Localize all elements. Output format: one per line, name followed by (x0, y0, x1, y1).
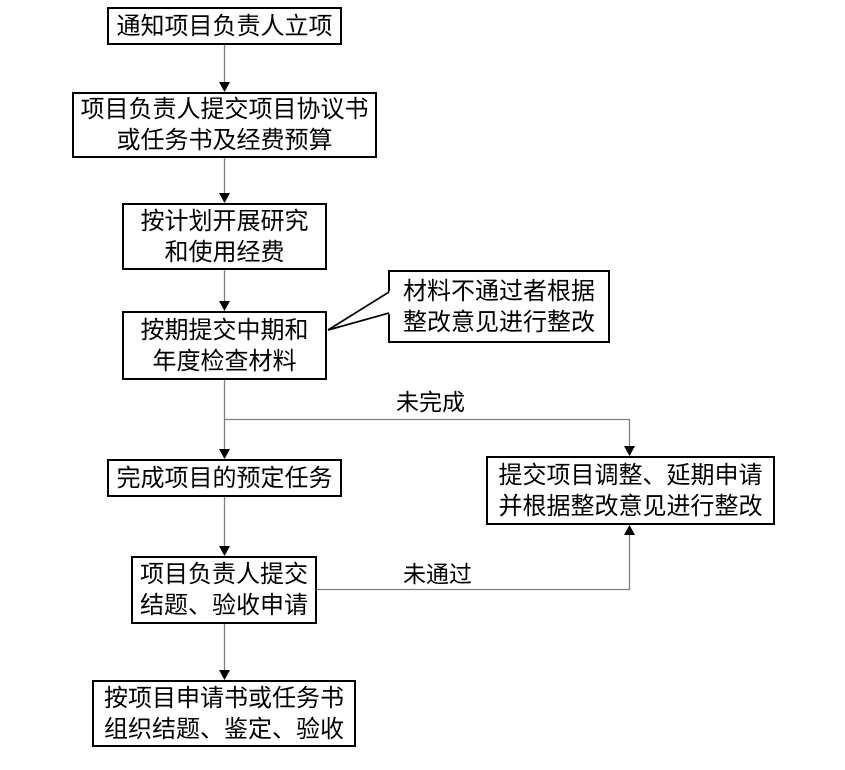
node-organize-acceptance: 按项目申请书或任务书 组织结题、鉴定、验收 (92, 680, 356, 747)
node-text: 完成项目的预定任务 (116, 464, 333, 492)
node-rectification-callout: 材料不通过者根据 整改意见进行整改 (388, 270, 610, 343)
edge-label-not-passed: 未通过 (403, 561, 472, 587)
node-text: 组织结题、鉴定、验收 (104, 715, 344, 743)
callout-pointer (327, 291, 390, 331)
node-text: 或任务书及经费预算 (116, 127, 333, 154)
node-text: 通知项目负责人立项 (116, 12, 333, 40)
node-text: 整改意见进行整改 (403, 308, 595, 336)
node-submit-agreement-budget: 项目负责人提交项目协议书 或任务书及经费预算 (72, 92, 377, 158)
connector-acceptance-to-organize (219, 624, 230, 680)
node-text: 提交项目调整、延期申请 (498, 461, 763, 489)
arrowhead-down-icon (219, 670, 230, 680)
arrowhead-down-icon (219, 193, 230, 203)
node-text: 和使用经费 (164, 238, 285, 266)
node-text: 项目负责人提交项目协议书 (80, 96, 369, 123)
node-notify-project-leader: 通知项目负责人立项 (107, 7, 342, 45)
connector-materials-to-complete (219, 380, 230, 459)
connector-research-to-materials (219, 270, 230, 311)
arrowhead-down-icon (219, 449, 230, 459)
node-submit-inspection-materials: 按期提交中期和 年度检查材料 (122, 311, 327, 380)
node-text: 并根据整改意见进行整改 (498, 492, 763, 520)
node-text: 年度检查材料 (152, 347, 297, 375)
node-complete-planned-tasks: 完成项目的预定任务 (107, 459, 342, 497)
node-text: 结题、验收申请 (140, 592, 308, 619)
connector-not-completed-branch (224, 418, 635, 456)
connector-agreement-to-research (219, 158, 230, 203)
node-text: 按计划开展研究 (140, 207, 309, 235)
arrowhead-down-icon (219, 301, 230, 311)
node-adjust-or-extend: 提交项目调整、延期申请 并根据整改意见进行整改 (486, 456, 775, 525)
arrowhead-up-icon (624, 525, 635, 535)
node-text: 按期提交中期和 (140, 316, 309, 344)
edge-label-not-completed: 未完成 (396, 389, 465, 415)
node-conduct-research: 按计划开展研究 和使用经费 (122, 203, 327, 270)
arrowhead-down-icon (219, 82, 230, 92)
node-text: 项目负责人提交 (140, 561, 308, 588)
connector-notify-to-agreement (219, 45, 230, 92)
connector-not-passed-branch (317, 525, 635, 591)
arrowhead-down-icon (219, 546, 230, 556)
connector-complete-to-acceptance (219, 497, 230, 556)
node-submit-acceptance-request: 项目负责人提交 结题、验收申请 (131, 556, 317, 624)
arrowhead-down-icon (624, 446, 635, 456)
node-text: 按项目申请书或任务书 (104, 684, 344, 712)
node-text: 材料不通过者根据 (403, 277, 595, 305)
